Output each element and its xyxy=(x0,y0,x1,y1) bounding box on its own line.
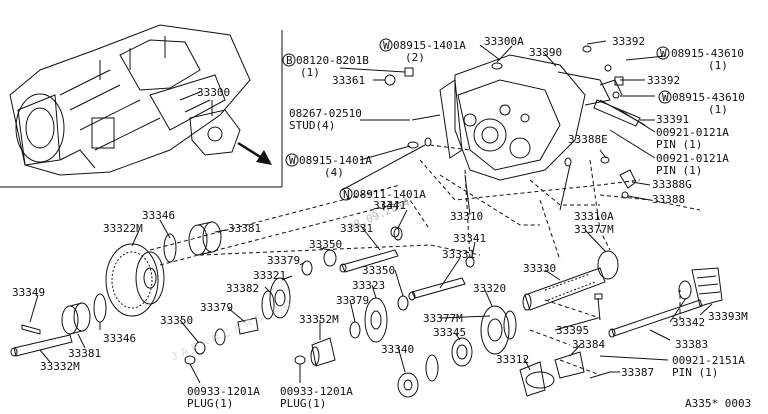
part-label-33387[interactable]: 33387 xyxy=(621,366,654,379)
gear-train-illustration xyxy=(10,221,723,398)
leader-lines xyxy=(29,40,713,384)
inset-part-label[interactable]: 33300 xyxy=(197,86,230,99)
part-label-33349[interactable]: 33349 xyxy=(12,286,45,299)
part-label-08915-1401A-a[interactable]: 08915-1401A xyxy=(393,39,466,52)
part-label-33352M[interactable]: 33352M xyxy=(299,313,339,326)
qty-08915-1401A-b: (4) xyxy=(324,166,344,179)
part-label-00933-1201A-a[interactable]: 00933-1201A xyxy=(187,385,260,398)
case-hardware-illustration xyxy=(384,45,641,199)
part-label-33346-b[interactable]: 33346 xyxy=(103,332,136,345)
nut-marker: N xyxy=(343,188,350,201)
part-label-33341-a[interactable]: 33341 xyxy=(373,199,406,212)
part-label-08911-1401A[interactable]: 08911-1401A xyxy=(353,188,426,201)
part-label-33331-b[interactable]: 33331 xyxy=(442,248,475,261)
part-label-33340[interactable]: 33340 xyxy=(381,343,414,356)
part-label-33322M[interactable]: 33322M xyxy=(103,222,143,235)
washer-marker-3: W xyxy=(662,91,669,104)
part-label-33379-a[interactable]: 33379 xyxy=(267,254,300,267)
transmission-assembly-illustration xyxy=(9,24,251,176)
part-label-33320[interactable]: 33320 xyxy=(473,282,506,295)
part-labels: 33392 08915-43610 (1) 33390 33300A 08915… xyxy=(12,35,751,410)
part-label-00921-2151A[interactable]: 00921-2151A xyxy=(672,354,745,367)
qty-08915-43610-a: (1) xyxy=(708,59,728,72)
marker-circles xyxy=(282,38,672,201)
qty-00921-2151A: PIN (1) xyxy=(672,366,718,379)
qty-08120-8201B: (1) xyxy=(300,66,320,79)
part-label-33381-a[interactable]: 33381 xyxy=(228,222,261,235)
washer-marker-2: W xyxy=(660,47,667,60)
part-label-33361[interactable]: 33361 xyxy=(332,74,365,87)
part-label-33377M-a[interactable]: 33377M xyxy=(574,223,614,236)
case-housing-illustration xyxy=(439,54,646,181)
part-label-33393M[interactable]: 33393M xyxy=(708,310,748,323)
part-label-33379-b[interactable]: 33379 xyxy=(200,301,233,314)
part-label-08267-02510[interactable]: 08267-02510 xyxy=(289,107,362,120)
part-label-33342[interactable]: 33342 xyxy=(672,316,705,329)
part-label-08915-43610-a[interactable]: 08915-43610 xyxy=(671,47,744,60)
part-label-33392-b[interactable]: 33392 xyxy=(647,74,680,87)
part-label-33382[interactable]: 33382 xyxy=(226,282,259,295)
part-label-33350-c[interactable]: 33350 xyxy=(160,314,193,327)
part-label-33384[interactable]: 33384 xyxy=(572,338,605,351)
part-label-33341-b[interactable]: 33341 xyxy=(453,232,486,245)
inset-frame xyxy=(0,30,283,188)
part-label-33391[interactable]: 33391 xyxy=(656,113,689,126)
part-label-33332M[interactable]: 33332M xyxy=(40,360,80,373)
part-label-08915-1401A-b[interactable]: 08915-1401A xyxy=(299,154,372,167)
bolt-marker: B xyxy=(286,54,293,67)
part-label-33383[interactable]: 33383 xyxy=(675,338,708,351)
part-label-33345[interactable]: 33345 xyxy=(433,326,466,339)
part-label-33388G[interactable]: 33388G xyxy=(652,178,692,191)
part-label-33330[interactable]: 33330 xyxy=(523,262,556,275)
part-label-33323[interactable]: 33323 xyxy=(352,279,385,292)
diagram-ref-code: A335* 0003 xyxy=(685,397,751,410)
part-label-33377M-b[interactable]: 33377M xyxy=(423,312,463,325)
qty-00921-0121A-a: PIN (1) xyxy=(656,138,702,151)
arrow-icon xyxy=(237,141,272,165)
part-label-33312[interactable]: 33312 xyxy=(496,353,529,366)
washer-marker-4: W xyxy=(289,154,296,167)
part-label-00921-0121A-a[interactable]: 00921-0121A xyxy=(656,126,729,139)
qty-00933-1201A-b: PLUG(1) xyxy=(280,397,326,410)
qty-08911-1401A: (4) xyxy=(380,199,400,212)
qty-08267-02510: STUD(4) xyxy=(289,119,335,132)
part-label-33331-a[interactable]: 33331 xyxy=(340,222,373,235)
part-label-33321[interactable]: 33321 xyxy=(253,269,286,282)
part-label-33392-a[interactable]: 33392 xyxy=(612,35,645,48)
part-label-08120-8201B[interactable]: 08120-8201B xyxy=(296,54,369,67)
part-label-33388[interactable]: 33388 xyxy=(652,193,685,206)
part-label-08915-43610-b[interactable]: 08915-43610 xyxy=(672,91,745,104)
part-label-33381-b[interactable]: 33381 xyxy=(68,347,101,360)
part-label-33350-b[interactable]: 33350 xyxy=(362,264,395,277)
inset-highlight xyxy=(189,100,241,156)
part-label-00921-0121A-b[interactable]: 00921-0121A xyxy=(656,152,729,165)
part-label-33390[interactable]: 33390 xyxy=(529,46,562,59)
part-label-33388E[interactable]: 33388E xyxy=(568,133,608,146)
part-label-33310[interactable]: 33310 xyxy=(450,210,483,223)
washer-marker-1: W xyxy=(383,39,390,52)
part-label-33346-a[interactable]: 33346 xyxy=(142,209,175,222)
qty-08915-43610-b: (1) xyxy=(708,103,728,116)
part-label-00933-1201A-b[interactable]: 00933-1201A xyxy=(280,385,353,398)
qty-00921-0121A-b: PIN (1) xyxy=(656,164,702,177)
part-label-33300A[interactable]: 33300A xyxy=(484,35,524,48)
qty-00933-1201A-a: PLUG(1) xyxy=(187,397,233,410)
part-label-33310A[interactable]: 33310A xyxy=(574,210,614,223)
part-label-33350-a[interactable]: 33350 xyxy=(309,238,342,251)
part-label-33395[interactable]: 33395 xyxy=(556,324,589,337)
part-label-33379-c[interactable]: 33379 xyxy=(336,294,369,307)
qty-08915-1401A-a: (2) xyxy=(405,51,425,64)
